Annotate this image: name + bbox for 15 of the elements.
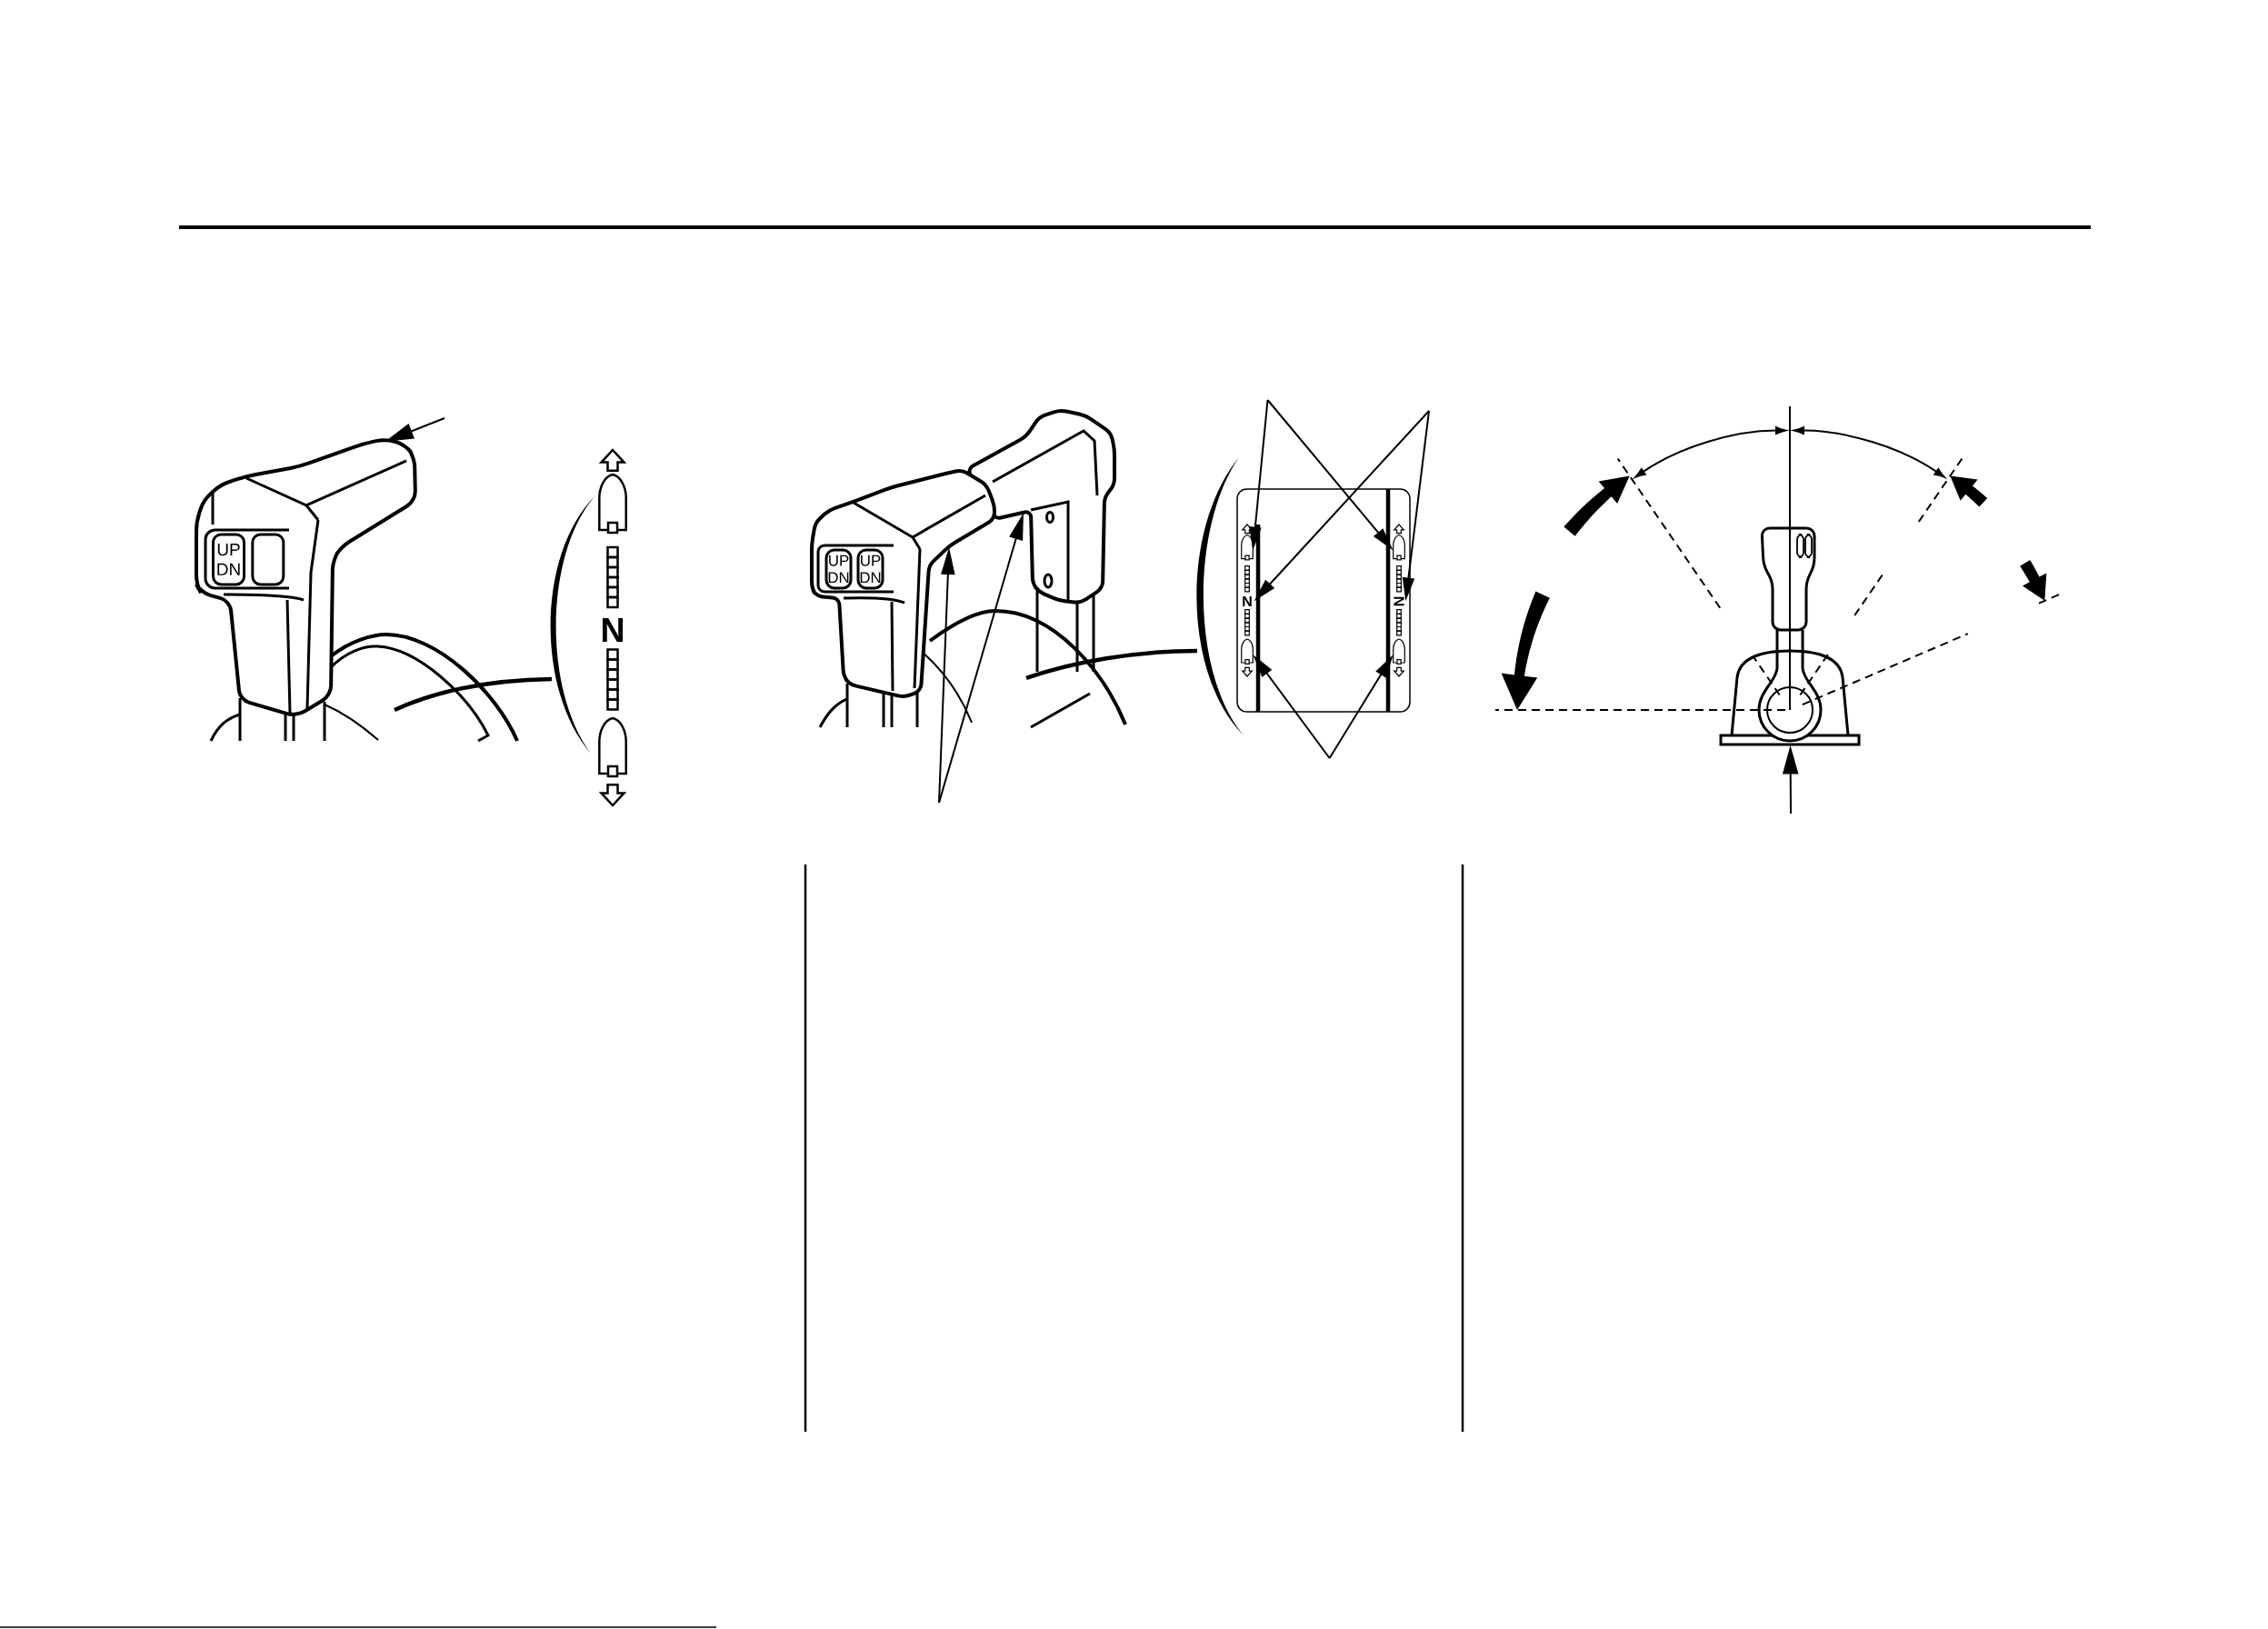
boat-icon <box>1241 534 1254 561</box>
control-box <box>1719 526 1861 746</box>
switch-button: UP DN <box>856 548 884 590</box>
indicator-letter: N <box>1243 595 1252 607</box>
boat-icon <box>1393 638 1405 665</box>
switch-button: UP DN <box>824 548 853 590</box>
switch-button: UP DN <box>212 533 245 586</box>
indicator-letter: N <box>602 618 624 642</box>
boat-icon <box>1241 638 1254 665</box>
indicator-letter: N <box>1394 596 1404 606</box>
boat-icon <box>1393 534 1405 561</box>
lever-handle <box>810 469 996 727</box>
lever-handle <box>967 409 1116 672</box>
lever-handle <box>194 438 417 741</box>
blank-button <box>251 533 285 586</box>
